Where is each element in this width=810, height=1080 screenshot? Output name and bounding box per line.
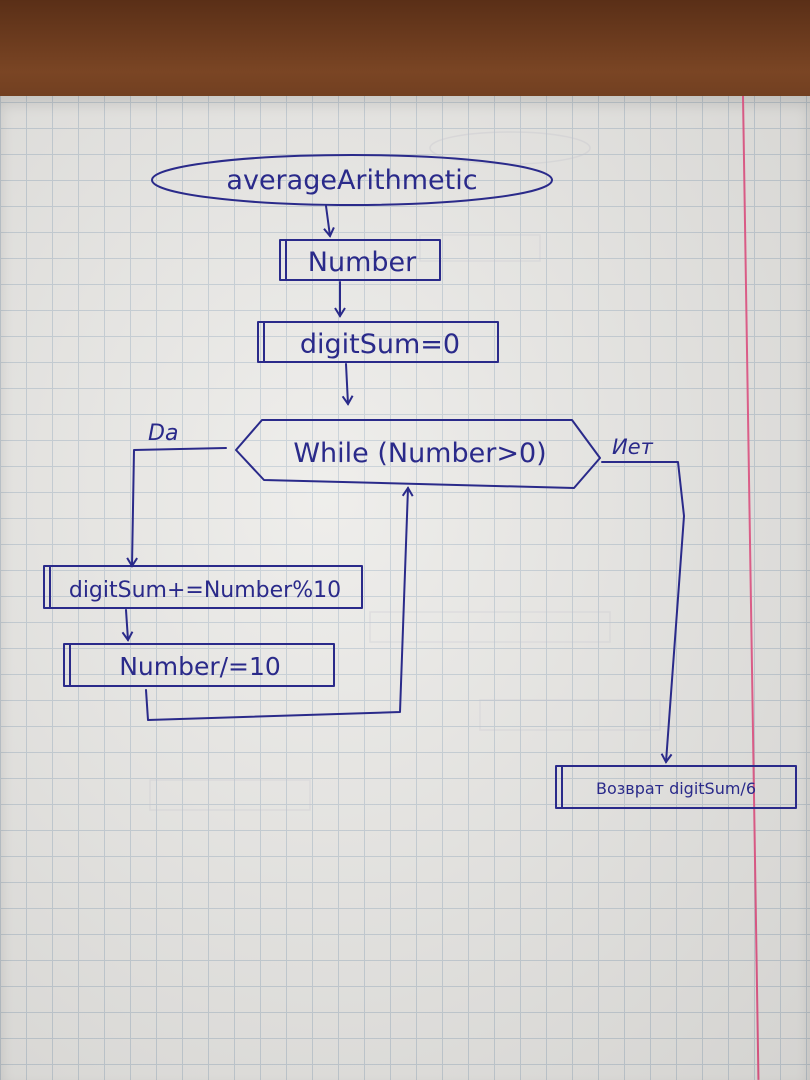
start-label: averageArithmetic bbox=[226, 165, 477, 196]
arrow-init-to-condition bbox=[341, 363, 354, 406]
bleed-through bbox=[149, 131, 661, 811]
condition-hexagon bbox=[235, 419, 601, 489]
step2-label: Number/=10 bbox=[119, 652, 281, 681]
start-terminator bbox=[151, 154, 553, 206]
yes-label: Da bbox=[148, 421, 178, 446]
input-label: Number bbox=[308, 247, 417, 278]
arrow-step1-to-step2 bbox=[121, 609, 134, 642]
input-box bbox=[279, 239, 441, 281]
result-box bbox=[555, 765, 797, 809]
arrow-start-to-input bbox=[323, 205, 335, 238]
arrow-loop-back bbox=[145, 486, 414, 721]
no-label: Иет bbox=[612, 435, 654, 459]
result-label: Возврат digitSum/6 bbox=[596, 779, 756, 798]
step1-label: digitSum+=Number%10 bbox=[69, 578, 341, 603]
init-box bbox=[257, 321, 499, 363]
step2-box bbox=[63, 643, 335, 687]
step1-box bbox=[43, 565, 363, 609]
init-label: digitSum=0 bbox=[300, 329, 460, 360]
arrow-condition-to-result bbox=[601, 461, 685, 764]
condition-label: While (Number>0) bbox=[293, 438, 546, 469]
arrow-condition-to-step1 bbox=[126, 447, 227, 568]
